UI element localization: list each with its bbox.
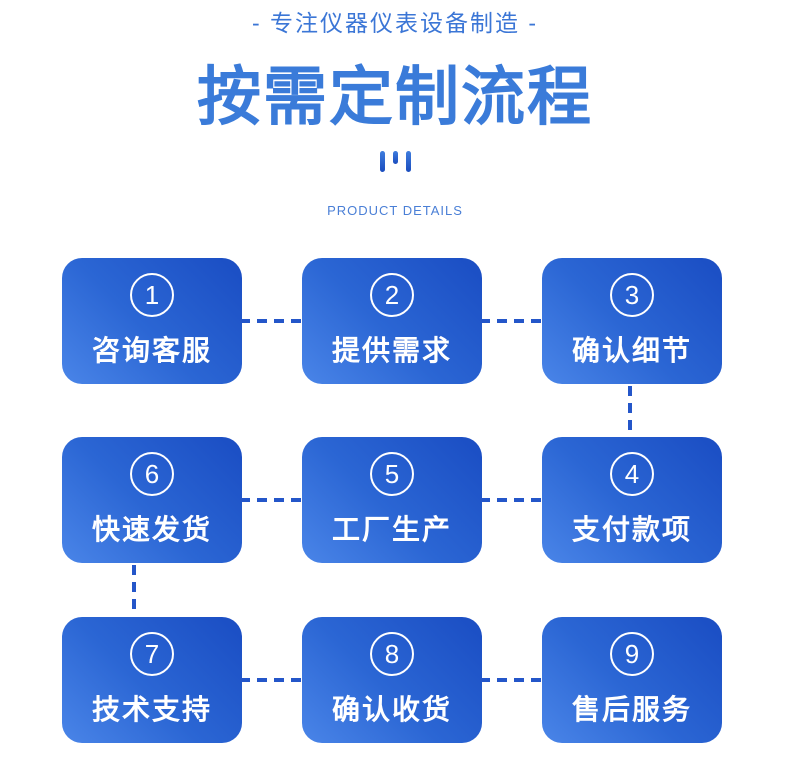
step-number: 1	[144, 279, 160, 310]
step-number-badge: 2	[370, 273, 414, 317]
step-card-after-sales: 9 售后服务	[542, 617, 722, 743]
step-card-confirm-receipt: 8 确认收货	[302, 617, 482, 743]
step-number-badge: 6	[130, 452, 174, 496]
step-label: 技术支持	[91, 694, 212, 725]
step-number: 5	[384, 458, 400, 489]
step-label: 咨询客服	[91, 335, 212, 366]
step-card-fast-shipping: 6 快速发货	[62, 437, 242, 563]
step-label: 提供需求	[331, 335, 452, 366]
step-number: 9	[624, 638, 640, 669]
connector-step7-step8	[240, 678, 304, 682]
step-number: 7	[144, 638, 160, 669]
step-number-badge: 8	[370, 632, 414, 676]
step-number-badge: 1	[130, 273, 174, 317]
step-number: 6	[144, 458, 160, 489]
step-label: 快速发货	[91, 514, 212, 545]
brand-tagline: - 专注仪器仪表设备制造 -	[251, 10, 539, 36]
connector-step4-step5	[480, 498, 544, 502]
step-number-badge: 4	[610, 452, 654, 496]
divider-bar-left	[379, 151, 385, 172]
step-card-confirm-details: 3 确认细节	[542, 258, 722, 384]
step-number-badge: 7	[130, 632, 174, 676]
step-label: 支付款项	[571, 514, 692, 545]
step-label: 确认细节	[571, 335, 692, 366]
step-number: 2	[384, 279, 400, 310]
step-label: 工厂生产	[331, 514, 452, 545]
step-number: 8	[384, 638, 400, 669]
step-card-payment: 4 支付款项	[542, 437, 722, 563]
subtitle-product-details: PRODUCT DETAILS	[327, 203, 463, 218]
step-card-consult: 1 咨询客服	[62, 258, 242, 384]
step-number: 3	[624, 279, 640, 310]
step-card-tech-support: 7 技术支持	[62, 617, 242, 743]
step-number-badge: 3	[610, 273, 654, 317]
step-number: 4	[624, 458, 640, 489]
step-card-factory-production: 5 工厂生产	[302, 437, 482, 563]
connector-step6-step7	[132, 565, 136, 615]
connector-step8-step9	[480, 678, 544, 682]
divider-bar-right	[405, 151, 411, 172]
three-bars-divider-icon	[0, 151, 790, 172]
connector-step5-step6	[240, 498, 304, 502]
divider-bar-middle	[392, 151, 398, 164]
step-card-requirements: 2 提供需求	[302, 258, 482, 384]
step-label: 确认收货	[331, 694, 452, 725]
connector-step3-step4	[628, 386, 632, 435]
step-number-badge: 5	[370, 452, 414, 496]
page-title: 按需定制流程	[197, 61, 593, 133]
step-label: 售后服务	[571, 694, 692, 725]
connector-step1-step2	[240, 319, 304, 323]
connector-step2-step3	[480, 319, 544, 323]
step-number-badge: 9	[610, 632, 654, 676]
